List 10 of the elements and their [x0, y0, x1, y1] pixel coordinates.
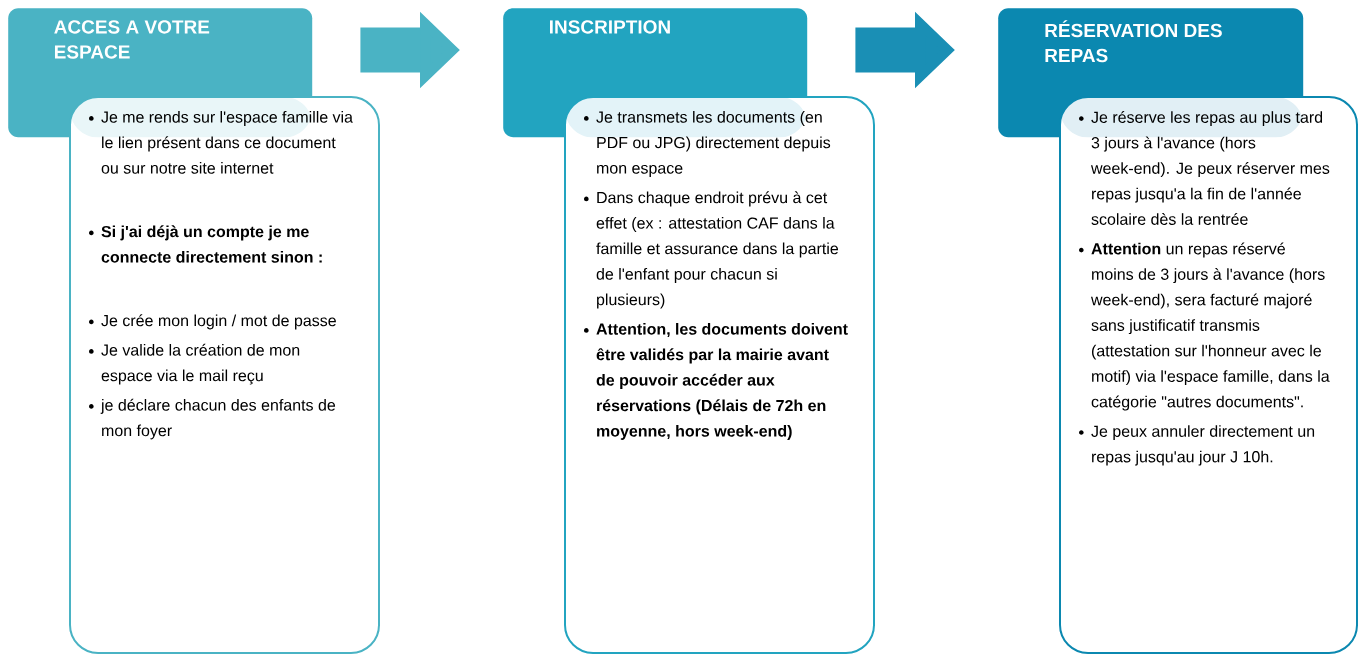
bullet-item: Je crée mon login / mot de passe — [89, 314, 336, 330]
bullet-item: Je peux annuler directement un repas jusqu'au jour J 10h. — [1079, 425, 1315, 466]
bullet-item: Attention, les documents doivent être validés par la mairie avant de pouvoir accéder aux réservations (Délais de 72h en moyenne, hors week-end) — [584, 323, 848, 440]
text-box — [69, 96, 380, 654]
bullet-item: Dans chaque endroit prévu à cet effet (ex : attestation CAF dans la famille et assurance dans la partie de l'enfant pour chacun si plusieurs) — [584, 191, 839, 309]
bullet-item: je déclare chacun des enfants de mon foyer — [89, 398, 336, 440]
text-box — [1059, 96, 1358, 654]
text-box — [564, 96, 875, 654]
bullet-item: Attention un repas réservé moins de 3 jours à l'avance (hors week-end), sera facturé majoré sans justificatif transmis (attestation sur l'honneur avec le motif) via l'espace famille, dans la catégorie "autres documents". — [1079, 242, 1330, 411]
bullet-item: Si j'ai déjà un compte je me connecte directement sinon : — [89, 225, 322, 263]
